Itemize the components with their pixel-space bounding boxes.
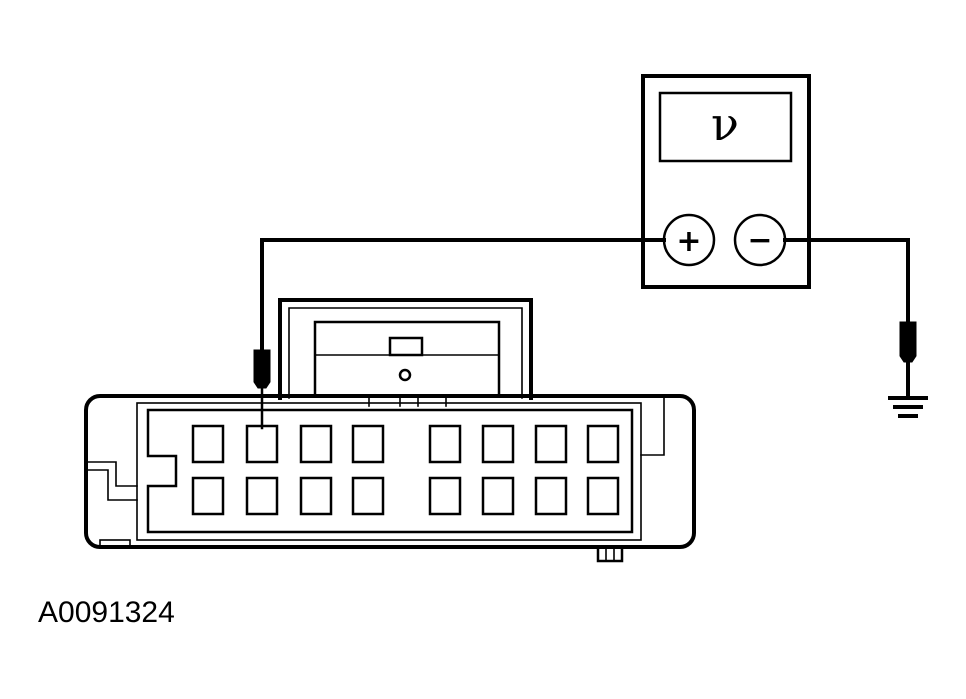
top-row-1-pin — [191, 424, 225, 464]
connector — [84, 298, 696, 563]
top-row-8-pin — [586, 424, 620, 464]
bottom-row-8-pin — [586, 476, 620, 516]
negative-lead-wire — [783, 238, 910, 324]
top-row-7-pin — [534, 424, 568, 464]
bottom-left-key — [99, 539, 131, 549]
connector-housing — [84, 394, 696, 549]
ground-icon — [888, 396, 928, 418]
bottom-row-4-pin — [351, 476, 385, 516]
bottom-row-1-pin — [191, 476, 225, 516]
connector-pin-cavity — [146, 408, 634, 534]
top-row-4-pin — [351, 424, 385, 464]
top-row-2-pin — [245, 424, 279, 464]
top-row-3-pin — [299, 424, 333, 464]
bottom-right-key — [596, 545, 624, 563]
top-row-6-pin — [481, 424, 515, 464]
voltmeter-display — [658, 91, 793, 163]
voltmeter: ν + − — [641, 74, 811, 289]
top-row-5-pin — [428, 424, 462, 464]
voltmeter-body — [641, 74, 811, 289]
negative-terminal-label: − — [747, 223, 772, 258]
positive-probe-tip — [253, 349, 271, 389]
figure-id: A0091324 — [38, 596, 175, 629]
connector-inner-frame — [136, 402, 642, 541]
bottom-row-7-pin — [534, 476, 568, 516]
bottom-row-5-pin — [428, 476, 462, 516]
right-latch-step — [640, 397, 665, 456]
connector-pins — [191, 424, 620, 516]
left-latch-step — [85, 461, 138, 487]
left-latch-step-inner — [85, 469, 138, 501]
negative-probe-tip — [899, 321, 917, 363]
bottom-row-6-pin — [481, 476, 515, 516]
voltmeter-display-symbol: ν — [711, 97, 739, 151]
negative-lead — [783, 238, 917, 398]
bottom-row-3-pin — [299, 476, 333, 516]
connector-locking-tab — [278, 298, 533, 407]
positive-lead — [253, 238, 666, 430]
positive-lead-wire — [260, 238, 666, 352]
positive-terminal-label: + — [676, 224, 701, 259]
bottom-row-2-pin — [245, 476, 279, 516]
